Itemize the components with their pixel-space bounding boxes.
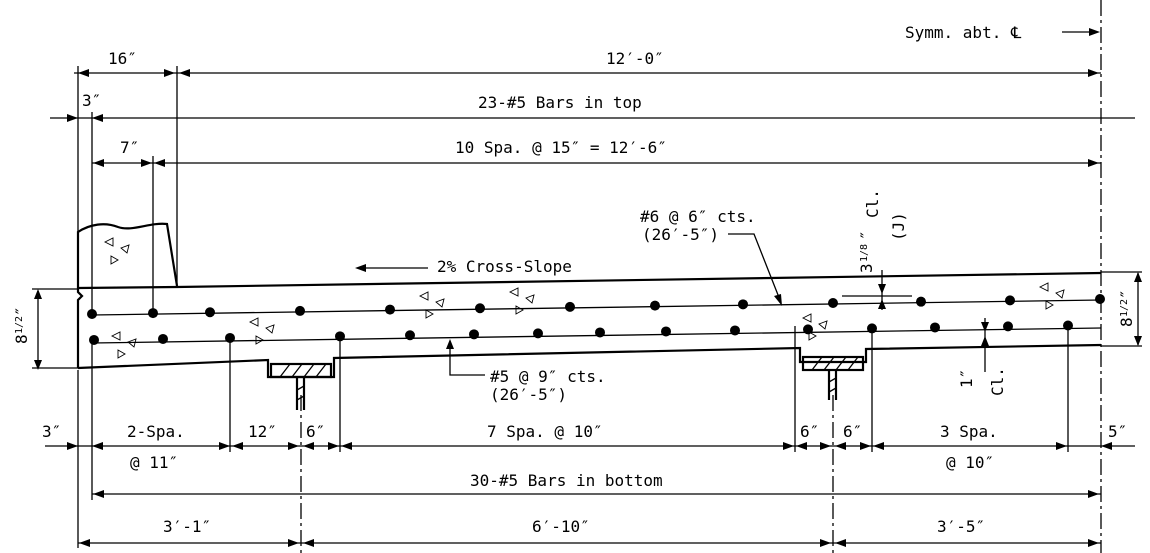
bottom-rebar-dot — [533, 328, 543, 339]
depth-left-whole: 8 — [12, 334, 31, 344]
clear-cover-top-j: (J) — [889, 212, 908, 241]
n6-bars-label-line2: (26′-5″) — [642, 225, 719, 244]
clear-cover-bottom-cl: Cl. — [988, 367, 1007, 396]
clear-cover-top-cl: Cl. — [863, 189, 882, 218]
bottom-rebar-dot — [158, 333, 168, 344]
dim-6-b-label: 6″ — [800, 422, 819, 441]
center-lines — [300, 0, 1102, 553]
top-rebar-dot — [148, 308, 158, 319]
bottom-rebar-dot — [930, 322, 940, 333]
bars-in-top-label: 23-#5 Bars in top — [478, 93, 642, 112]
top-dimensions: Symm. abt. ℄ 16″ 12′-0″ 3″ 23-#5 Bars in… — [50, 23, 1135, 315]
bottom-rebar-dot — [803, 324, 813, 335]
top-rebar-line — [91, 299, 1102, 316]
top-rebar-dot — [1095, 294, 1105, 305]
top-rebar-dot — [738, 299, 748, 310]
bottom-rebar-dot — [89, 334, 99, 345]
bottom-rebar-dot — [661, 326, 671, 337]
dim-7-label: 7″ — [120, 138, 139, 157]
clear-cover-top-number: 3 — [857, 263, 876, 273]
top-rebar-dot — [385, 304, 395, 315]
dim-16-label: 16″ — [108, 49, 137, 68]
n5-bars-label-line1: #5 @ 9″ cts. — [490, 367, 606, 386]
bottom-rebar-dot — [595, 327, 605, 338]
slab-section — [76, 222, 1102, 379]
depth-left-inch: ″ — [12, 306, 31, 316]
clear-cover-top-fraction: 1/8 — [859, 244, 870, 262]
depth-right-fraction: 1/2 — [1119, 299, 1130, 317]
dim-7-spa-label: 7 Spa. @ 10″ — [487, 422, 603, 441]
top-rebar-dot — [205, 307, 215, 318]
bottom-rebar-dot — [730, 325, 740, 336]
deck-top-left — [77, 285, 178, 290]
rebar-dots — [87, 294, 1105, 345]
concrete-aggregate-symbols — [103, 237, 1065, 359]
dim-12-0-label: 12′-0″ — [606, 49, 664, 68]
clear-cover-bottom-value: 1″ — [957, 369, 976, 388]
n5-bars-label-line2: (26′-5″) — [490, 385, 567, 404]
girder-right — [801, 355, 865, 400]
dim-at-11-label: @ 11″ — [130, 453, 178, 472]
dim-5-label: 5″ — [1108, 422, 1127, 441]
deck-bottom-surface — [77, 343, 1102, 379]
bottom-rebar-dot — [405, 330, 415, 341]
cross-slope-label: 2% Cross-Slope — [437, 257, 572, 276]
dim-at-10-label: @ 10″ — [946, 453, 994, 472]
top-rebar-dot — [475, 303, 485, 314]
bars-in-bottom-label: 30-#5 Bars in bottom — [470, 471, 663, 490]
deck-left-edge — [76, 288, 84, 368]
span-3-5-label: 3′-5″ — [937, 517, 985, 536]
girders — [269, 355, 865, 410]
top-rebar-dot — [295, 305, 305, 316]
depth-right-inch: ″ — [1117, 289, 1136, 299]
parapet-outline — [76, 222, 179, 288]
span-3-1-label: 3′-1″ — [163, 517, 211, 536]
top-rebar-dot — [650, 300, 660, 311]
top-rebar-dot — [916, 296, 926, 307]
dim-2-spa-label: 2-Spa. — [127, 422, 185, 441]
dim-3-top-label: 3″ — [82, 91, 101, 110]
dim-6-a-label: 6″ — [306, 422, 325, 441]
top-rebar-dot — [828, 297, 838, 308]
girder-left — [269, 362, 333, 410]
deck-top-surface — [176, 271, 1102, 289]
top-rebar-dot — [1005, 295, 1015, 306]
top-rebar-dot — [565, 301, 575, 312]
dim-6-c-label: 6″ — [843, 422, 862, 441]
bottom-rebar-dot — [469, 329, 479, 340]
span-6-10-label: 6′-10″ — [532, 517, 590, 536]
dim-3-spa-label: 3 Spa. — [940, 422, 998, 441]
spacing-15-label: 10 Spa. @ 15″ = 12′-6″ — [455, 138, 667, 157]
dim-12-label: 12″ — [248, 422, 277, 441]
dim-3-bottom-label: 3″ — [42, 422, 61, 441]
bottom-rebar-dot — [1003, 321, 1013, 332]
callouts: #6 @ 6″ cts. (26′-5″) 2% Cross-Slope 3 1… — [12, 189, 1142, 404]
clear-cover-top-inch: ″ — [857, 230, 876, 240]
n6-bars-label-line1: #6 @ 6″ cts. — [640, 207, 756, 226]
bottom-dimensions: 3″ 2-Spa. @ 11″ 12″ 6″ 7 Spa. @ 10″ 6″ 6… — [42, 325, 1135, 548]
depth-left-fraction: 1/2 — [14, 316, 25, 334]
depth-right-whole: 8 — [1117, 317, 1136, 327]
symmetry-label: Symm. abt. ℄ — [905, 23, 1022, 42]
